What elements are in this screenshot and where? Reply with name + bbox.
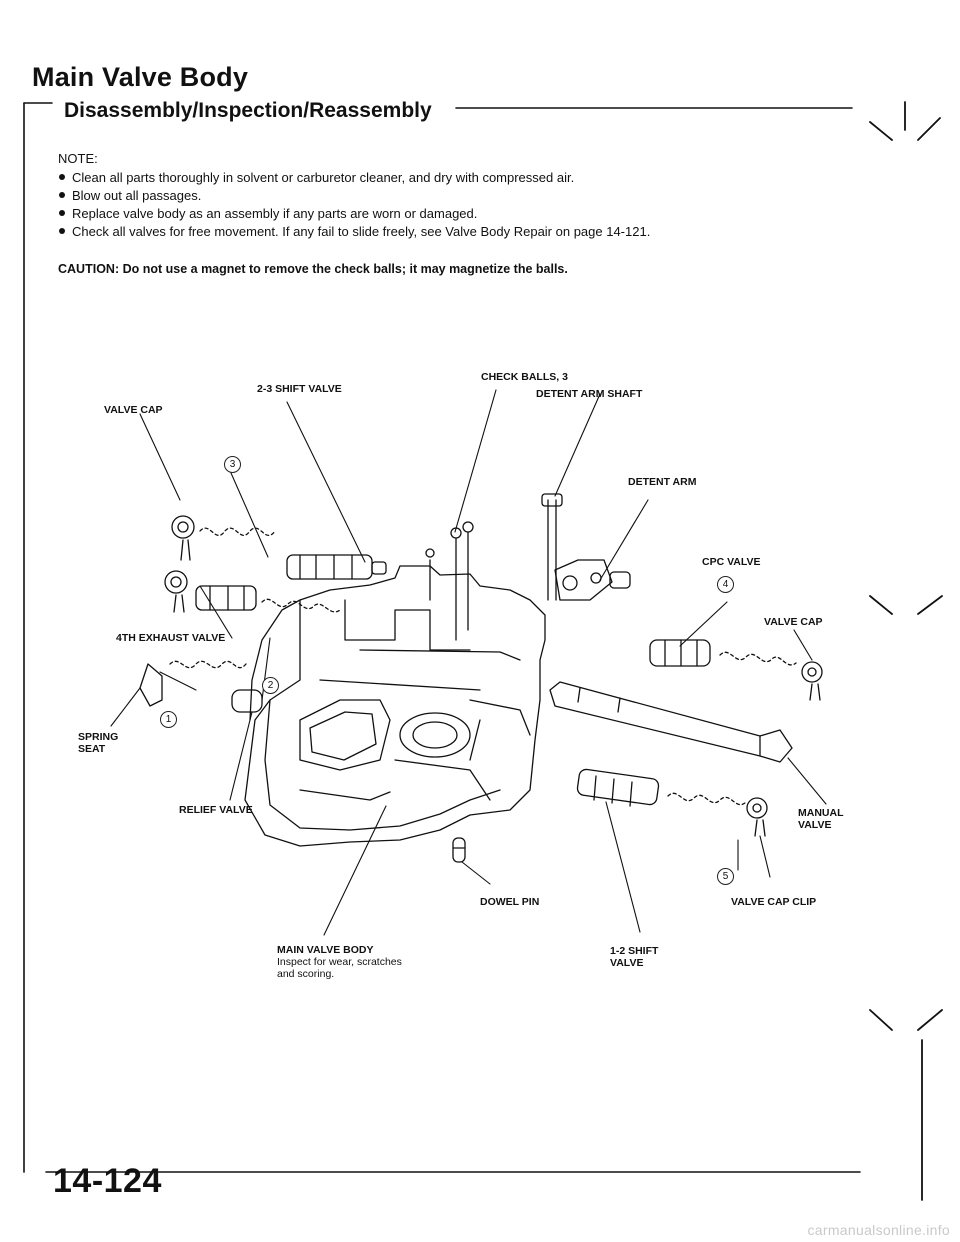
callout-5: 5 [717, 868, 734, 885]
manual-valve-part [549, 681, 793, 763]
check-balls-part [425, 521, 474, 641]
label-manual-valve-line1: MANUAL [798, 807, 844, 819]
label-1-2-shift-valve-line1: 1-2 SHIFT [610, 945, 659, 957]
label-1-2-shift-valve-line2: VALVE [610, 957, 644, 969]
exhaust-valve-4th-part [164, 570, 341, 613]
label-spring-seat-line1: SPRING [78, 731, 119, 743]
valve-cap-left-part [171, 515, 276, 561]
note-item: Check all valves for free movement. If a… [58, 223, 650, 241]
label-main-valve-body: MAIN VALVE BODY Inspect for wear, scratc… [277, 944, 402, 980]
shift-valve-12-part [576, 768, 768, 837]
label-main-valve-body-note2: and scoring. [277, 968, 335, 980]
label-check-balls: CHECK BALLS, 3 [481, 371, 568, 383]
label-manual-valve-line2: VALVE [798, 819, 832, 831]
label-2-3-shift-valve: 2-3 SHIFT VALVE [257, 383, 342, 395]
label-main-valve-body-title: MAIN VALVE BODY [277, 944, 374, 956]
note-item: Replace valve body as an assembly if any… [58, 205, 650, 223]
label-valve-cap-left: VALVE CAP [104, 404, 163, 416]
note-list: Clean all parts thoroughly in solvent or… [58, 169, 650, 241]
callout-3: 3 [224, 456, 241, 473]
label-valve-cap-clip: VALVE CAP CLIP [731, 896, 817, 908]
label-main-valve-body-note1: Inspect for wear, scratches [277, 956, 402, 968]
label-1-2-shift-valve: 1-2 SHIFT VALVE [610, 945, 658, 969]
leader-lines [110, 389, 827, 936]
page-title: Main Valve Body [32, 62, 249, 92]
label-relief-valve: RELIEF VALVE [179, 804, 253, 816]
cpc-valve-part [649, 639, 823, 701]
label-dowel-pin: DOWEL PIN [480, 896, 540, 908]
relief-valve-part [139, 660, 263, 713]
label-4th-exhaust-valve: 4TH EXHAUST VALVE [116, 632, 226, 644]
caution-text: CAUTION: Do not use a magnet to remove t… [58, 262, 568, 276]
note-item: Clean all parts thoroughly in solvent or… [58, 169, 650, 187]
label-spring-seat: SPRING SEAT [78, 731, 118, 755]
watermark: carmanualsonline.info [807, 1222, 950, 1238]
note-heading: NOTE: [58, 151, 98, 166]
binding-marks [869, 101, 943, 1201]
callout-1: 1 [160, 711, 177, 728]
caution-lead: CAUTION: [58, 262, 120, 276]
label-valve-cap-right: VALVE CAP [764, 616, 823, 628]
callout-4: 4 [717, 576, 734, 593]
shift-valve-23 [286, 554, 387, 580]
note-item: Blow out all passages. [58, 187, 650, 205]
label-cpc-valve: CPC VALVE [702, 556, 761, 568]
main-valve-body-outline [244, 565, 546, 847]
label-spring-seat-line2: SEAT [78, 743, 106, 755]
callout-2: 2 [262, 677, 279, 694]
label-detent-arm: DETENT ARM [628, 476, 697, 488]
label-detent-arm-shaft: DETENT ARM SHAFT [536, 388, 643, 400]
detent-arm-parts [541, 493, 631, 601]
page-subtitle: Disassembly/Inspection/Reassembly [64, 99, 432, 122]
dowel-pin-part [452, 837, 466, 863]
page-number: 14-124 [53, 1162, 162, 1200]
label-manual-valve: MANUAL VALVE [798, 807, 844, 831]
caution-body: Do not use a magnet to remove the check … [122, 262, 568, 276]
